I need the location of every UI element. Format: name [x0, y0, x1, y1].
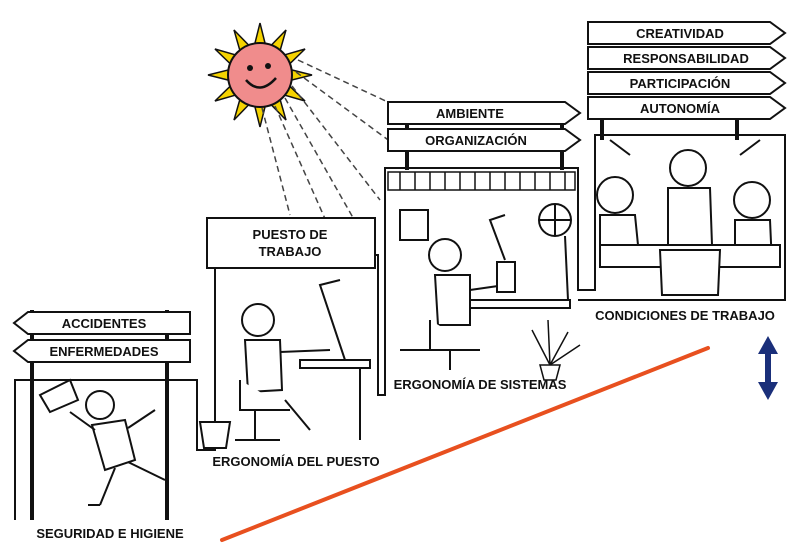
sign-label: AUTONOMÍA — [640, 101, 721, 116]
seated-worker-figure — [235, 279, 371, 441]
stage-puesto: PUESTO DE TRABAJO ERGONOMÍA DEL PUESTO — [198, 217, 380, 469]
sun-face — [227, 42, 293, 108]
sun-ray — [253, 105, 267, 128]
sun-beams — [261, 59, 406, 231]
falling-worker-figure — [38, 378, 166, 506]
caption-sistemas: ERGONOMÍA DE SISTEMAS — [394, 377, 567, 392]
stage-sistemas: AMBIENTE ORGANIZACIÓN — [387, 101, 582, 392]
awning — [387, 171, 576, 191]
sign-creatividad: CREATIVIDAD — [587, 21, 787, 45]
fan-icon — [538, 203, 572, 301]
sign-label: ENFERMEDADES — [49, 344, 158, 359]
sun-ray — [290, 68, 313, 82]
sun-eye-right — [265, 63, 271, 69]
caption-puesto: ERGONOMÍA DEL PUESTO — [212, 454, 379, 469]
sign-label: PARTICIPACIÓN — [630, 76, 731, 91]
sign-enfermedades: ENFERMEDADES — [12, 339, 191, 363]
desk-lamp-icon — [318, 279, 346, 361]
sign-label: CREATIVIDAD — [636, 26, 724, 41]
sun-icon — [207, 22, 406, 231]
sun-ray — [207, 68, 230, 82]
sign-accidentes: ACCIDENTES — [12, 311, 191, 335]
waste-basket-icon — [198, 421, 232, 449]
up-down-arrow-icon — [758, 336, 778, 400]
plant-icon — [531, 319, 581, 381]
caption-seguridad: SEGURIDAD E HIGIENE — [36, 526, 184, 541]
sign-label: ACCIDENTES — [62, 316, 147, 331]
trend-line — [220, 346, 710, 542]
stage-condiciones: CREATIVIDAD RESPONSABILIDAD PARTICIPACIÓ… — [587, 21, 787, 323]
sun-eye-left — [247, 65, 253, 71]
sign-label: AMBIENTE — [436, 106, 504, 121]
sign-responsabilidad: RESPONSABILIDAD — [587, 46, 787, 70]
sign-label: RESPONSABILIDAD — [623, 51, 749, 66]
sun-smile — [245, 77, 277, 89]
sign-organizacion: ORGANIZACIÓN — [387, 128, 582, 152]
sign-label: ORGANIZACIÓN — [425, 133, 527, 148]
stage-seguridad: ACCIDENTES ENFERMEDADES SEGURIDAD E HIGI… — [12, 310, 191, 541]
sun-ray — [253, 22, 267, 45]
sign-participacion: PARTICIPACIÓN — [587, 71, 787, 95]
desk-lamp-icon — [488, 214, 506, 261]
staircase — [14, 134, 786, 520]
seated-worker-figure — [399, 209, 571, 370]
board-line-1: PUESTO DE — [253, 227, 328, 242]
board-line-2: TRABAJO — [259, 244, 322, 259]
sign-ambiente: AMBIENTE — [387, 101, 582, 125]
sign-autonomia: AUTONOMÍA — [587, 96, 787, 120]
wall-picture — [399, 209, 429, 241]
meeting-group-figure — [596, 139, 781, 296]
caption-condiciones: CONDICIONES DE TRABAJO — [595, 308, 775, 323]
stair-outline — [14, 134, 786, 520]
board-puesto — [206, 217, 376, 269]
